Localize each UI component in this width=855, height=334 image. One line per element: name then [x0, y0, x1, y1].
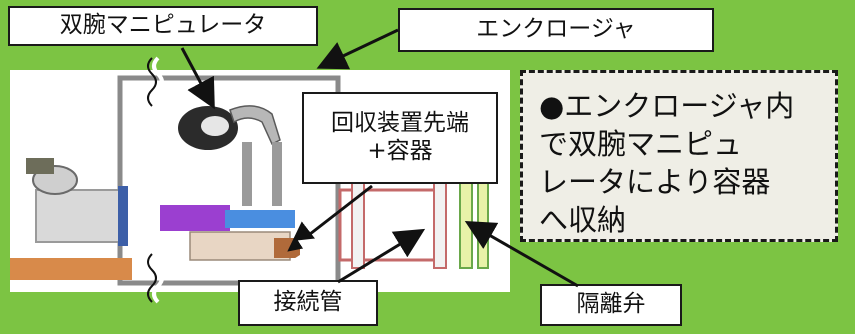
label-valve: 隔離弁: [540, 284, 682, 326]
valve-left: [459, 181, 473, 269]
note-line-2: で双腕マニピュ: [539, 127, 743, 161]
manipulator-arm-right: [272, 142, 282, 206]
label-pipe: 接続管: [238, 280, 378, 326]
valve-right: [477, 181, 489, 269]
flange-blue: [118, 186, 128, 246]
recovery-device-body: [160, 205, 230, 231]
label-recovery-device: 回収装置先端 +容器: [302, 92, 498, 184]
manipulator-arm-left: [242, 142, 252, 206]
arrow-enclosure: [316, 28, 399, 70]
label-recovery-line2: +容器: [367, 138, 433, 164]
pipe-flange-right: [433, 181, 447, 269]
equipment-drawing: [10, 75, 489, 286]
note-line-4: へ収納: [539, 203, 627, 237]
cylinder: [35, 189, 123, 243]
camera-head: [26, 158, 54, 174]
label-enclosure-text: エンクロージャ: [476, 16, 636, 43]
container-box: [274, 238, 300, 258]
label-pipe-text: 接続管: [273, 289, 343, 316]
floor-plate: [10, 258, 132, 280]
label-manipulator-text: 双腕マニピュレータ: [59, 12, 267, 39]
label-enclosure: エンクロージャ: [398, 8, 714, 52]
description-note: ●エンクロージャ内 で双腕マニピュ レータにより容器 へ収納: [520, 70, 838, 242]
label-valve-text: 隔離弁: [576, 291, 646, 318]
label-recovery-line1: 回収装置先端: [331, 110, 469, 137]
recovery-device-tip: [225, 210, 295, 228]
label-manipulator: 双腕マニピュレータ: [8, 6, 318, 46]
note-line-1: ●エンクロージャ内: [539, 89, 795, 123]
manipulator-face: [201, 116, 229, 136]
pipe-flange-left: [351, 181, 365, 269]
note-line-3: レータにより容器: [539, 165, 771, 199]
